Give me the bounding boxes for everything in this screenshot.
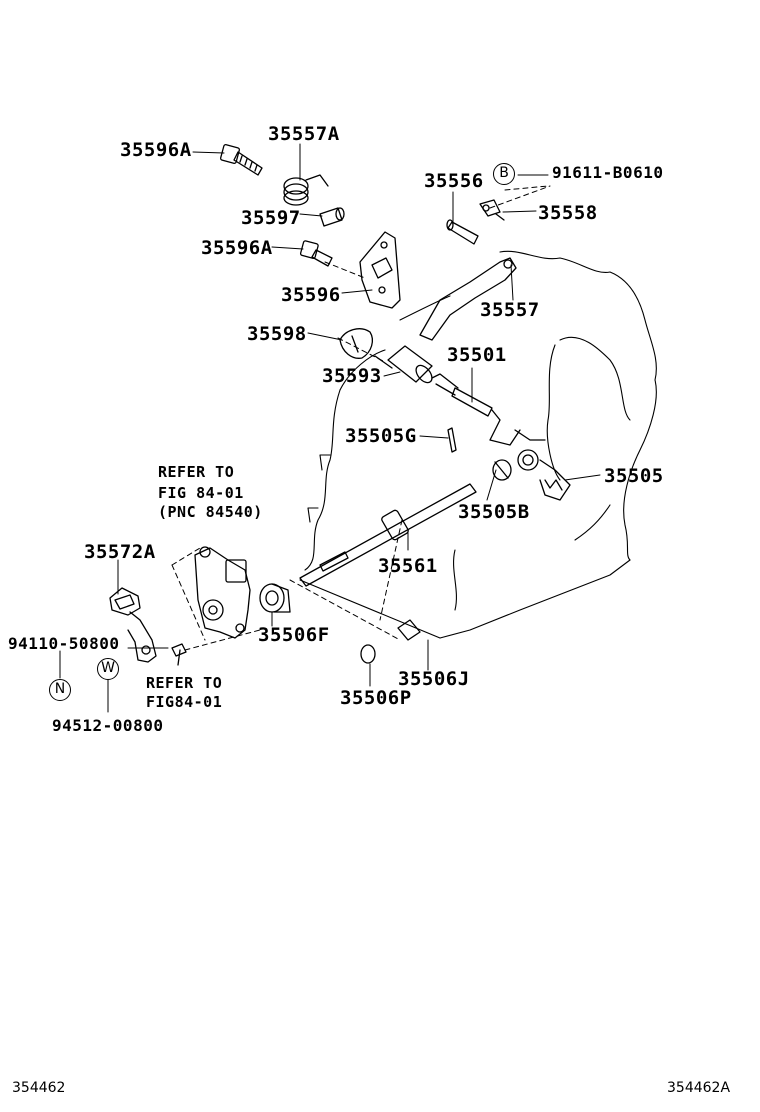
- spring-icon: [283, 174, 329, 206]
- part-label-35596: 35596: [281, 284, 341, 306]
- figure-code-right: 354462A: [667, 1080, 731, 1096]
- marker-n-icon: N: [49, 679, 71, 701]
- part-label-35556: 35556: [424, 170, 484, 192]
- part-label-35598: 35598: [247, 323, 307, 345]
- part-label-35557a: 35557A: [268, 123, 340, 145]
- part-label-35505: 35505: [604, 465, 664, 487]
- part-label-35505g: 35505G: [345, 425, 417, 447]
- part-label-35506j: 35506J: [398, 668, 470, 690]
- refer-note-2-line1: REFER TO: [146, 674, 223, 692]
- part-label-35506p: 35506P: [340, 687, 412, 709]
- part-label-35572a: 35572A: [84, 541, 156, 563]
- lever-icon: [492, 429, 571, 501]
- refer-note-line1: REFER TO: [158, 463, 235, 481]
- leader-lines: [59, 143, 601, 713]
- shaft-icon: [299, 483, 477, 587]
- marker-w-icon: W: [97, 658, 119, 680]
- part-label-35596a-second: 35596A: [201, 237, 273, 259]
- pin-icon: [447, 427, 457, 453]
- alignment-lines: [171, 185, 551, 651]
- bracket-icon: [479, 199, 505, 221]
- part-label-94110-50800: 94110-50800: [8, 634, 120, 653]
- lever-icon: [339, 328, 373, 359]
- part-label-35593: 35593: [322, 365, 382, 387]
- pin-icon: [446, 219, 479, 245]
- transmission-case-icon: [299, 250, 657, 639]
- part-label-35561: 35561: [378, 555, 438, 577]
- pin-icon: [374, 345, 433, 384]
- part-label-35558: 35558: [538, 202, 598, 224]
- bolt-icon: [299, 240, 333, 267]
- part-label-91611-b0610: 91611-B0610: [552, 163, 664, 182]
- part-label-35501: 35501: [447, 344, 507, 366]
- switch-icon: [194, 546, 251, 639]
- lever-icon: [419, 257, 517, 341]
- part-label-35557: 35557: [480, 299, 540, 321]
- lever-icon: [109, 587, 157, 663]
- refer-note-2-line2: FIG84-01: [146, 693, 223, 711]
- refer-note-line2: FIG 84-01: [158, 484, 244, 502]
- refer-note-line3: (PNC 84540): [158, 503, 263, 521]
- pin-icon: [319, 207, 345, 227]
- figure-code-left: 354462: [12, 1080, 66, 1096]
- gasket-icon: [360, 619, 421, 664]
- bolt-icon: [220, 144, 263, 176]
- part-label-94512-00800: 94512-00800: [52, 716, 164, 735]
- bolt-icon: [171, 643, 187, 666]
- marker-b-icon: B: [493, 163, 515, 185]
- part-label-35505b: 35505B: [458, 501, 530, 523]
- shaft-icon: [431, 373, 521, 446]
- part-label-35506f: 35506F: [258, 624, 330, 646]
- part-label-35596a-top: 35596A: [120, 139, 192, 161]
- part-label-35597: 35597: [241, 207, 301, 229]
- bracket-icon: [359, 231, 401, 309]
- gasket-icon: [259, 583, 291, 613]
